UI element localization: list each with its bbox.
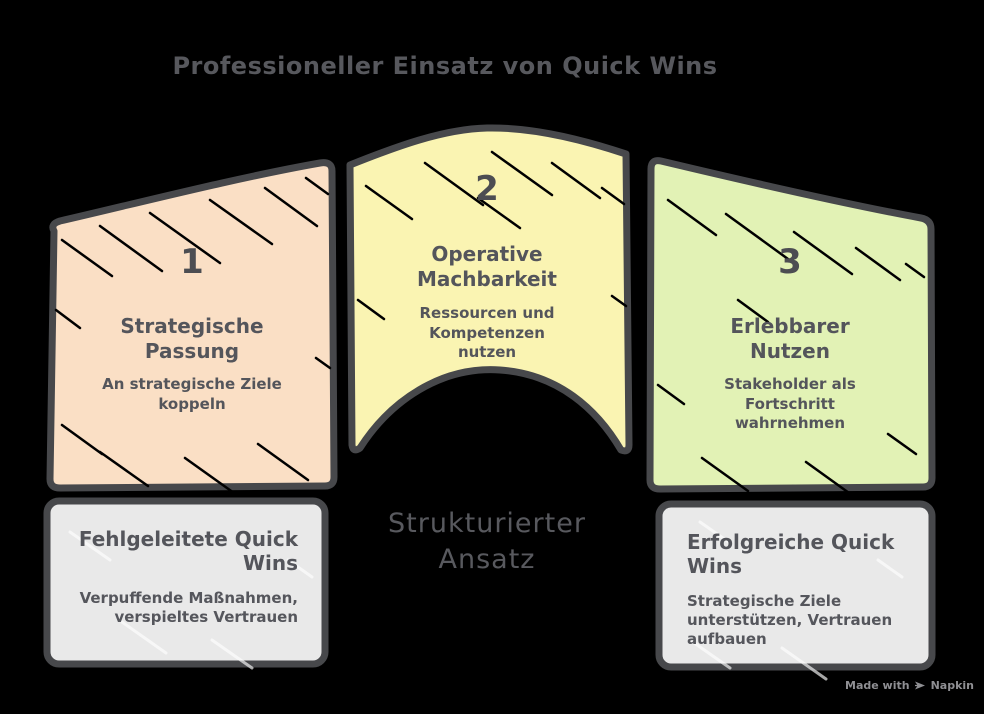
- note-left-title: Fehlgeleitete Quick Wins: [78, 527, 298, 576]
- note-right-hatch-texture: [688, 520, 904, 681]
- step-2-title: Operative Machbarkeit: [417, 242, 557, 291]
- center-label: Strukturierter Ansatz: [388, 508, 586, 576]
- diagram-title: Professioneller Einsatz von Quick Wins: [172, 52, 718, 80]
- step-1-number: 1: [180, 242, 204, 282]
- step-2-subtitle: Ressourcen und Kompetenzen nutzen: [419, 304, 555, 361]
- panel-1-hatch-texture: [54, 176, 332, 500]
- step-2-number: 2: [475, 169, 499, 209]
- step-3-title: Erlebbarer Nutzen: [730, 314, 850, 363]
- note-successful-quick-wins: Erfolgreiche Quick Wins Strategische Zie…: [659, 504, 932, 667]
- napkin-watermark: Made with Napkin: [845, 679, 974, 692]
- note-right-body: Strategische Ziele unterstützen, Vertrau…: [687, 591, 893, 649]
- note-left-hatch-texture: [68, 530, 314, 670]
- watermark-brand: Napkin: [930, 679, 974, 692]
- panel-1-shape: [46, 159, 338, 492]
- watermark-prefix: Made with: [845, 679, 910, 692]
- note-left-body: Verpuffende Maßnahmen, verspieltes Vertr…: [79, 588, 298, 626]
- note-misguided-quick-wins: Fehlgeleitete Quick Wins Verpuffende Maß…: [47, 501, 325, 664]
- panel-2-shape: [346, 124, 633, 455]
- step-3-number: 3: [778, 242, 802, 282]
- pen-nib-icon: [914, 679, 927, 692]
- panel-2-hatch-texture: [356, 150, 628, 449]
- panel-3-hatch-texture: [656, 198, 926, 500]
- note-right-shape: [655, 500, 936, 671]
- panel-3-shape: [646, 157, 936, 493]
- step-1-title: Strategische Passung: [120, 314, 264, 363]
- note-left-shape: [43, 497, 329, 668]
- note-right-title: Erfolgreiche Quick Wins: [687, 530, 895, 579]
- step-3-subtitle: Stakeholder als Fortschritt wahrnehmen: [724, 375, 856, 432]
- step-1-subtitle: An strategische Ziele koppeln: [102, 375, 282, 413]
